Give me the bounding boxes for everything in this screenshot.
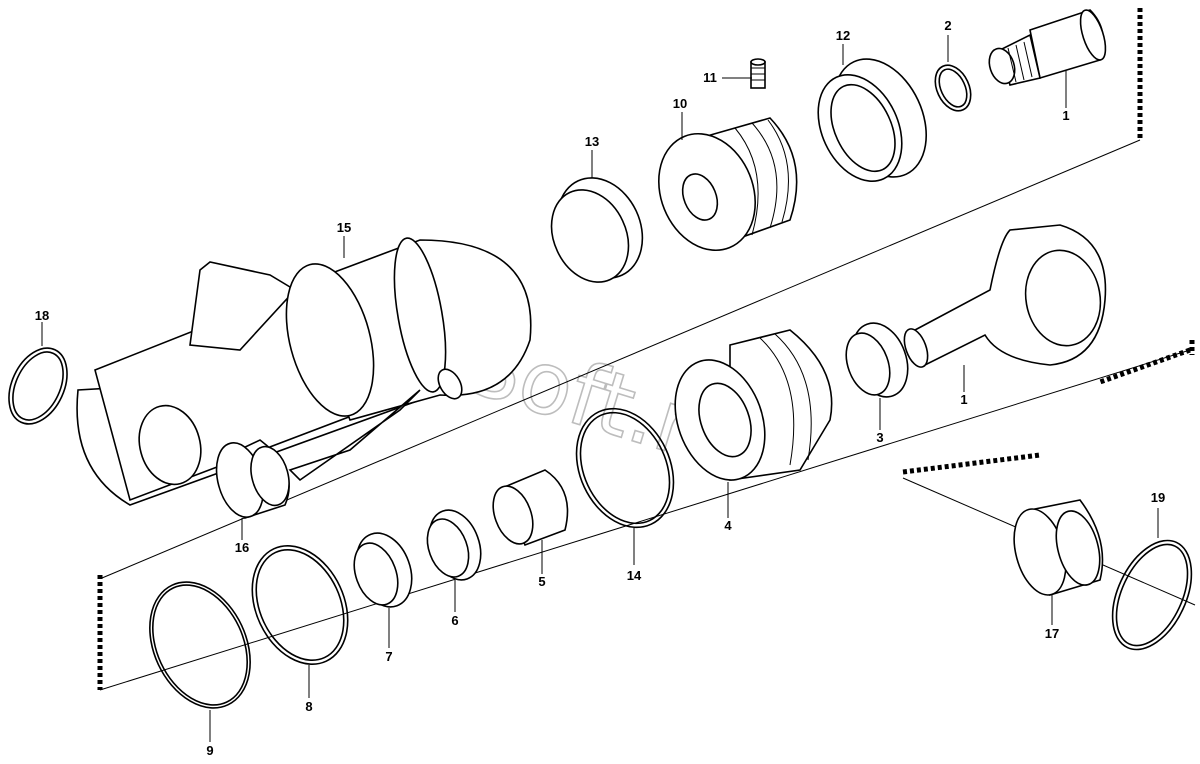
callout-7: 7 (385, 649, 392, 664)
dashed-frame-right (902, 452, 1041, 475)
leader-lines (41, 35, 1159, 742)
callout-8: 8 (305, 699, 312, 714)
ring-18 (8, 347, 68, 425)
callout-14: 14 (627, 568, 642, 583)
ring-3 (845, 322, 909, 398)
callout-5: 5 (538, 574, 545, 589)
callout-3: 3 (876, 430, 883, 445)
callout-12: 12 (836, 28, 850, 43)
callout-1-lower: 1 (960, 392, 967, 407)
o-ring-2 (934, 64, 972, 112)
ring-8 (251, 545, 349, 665)
bushing-17 (1013, 499, 1104, 597)
piston-rod-upper (988, 9, 1107, 86)
ring-19 (1111, 539, 1193, 651)
dashed-frame-top-right (1099, 8, 1195, 385)
callout-10: 10 (673, 96, 687, 111)
callout-18: 18 (35, 308, 49, 323)
bushing-16 (215, 439, 290, 519)
callout-17: 17 (1045, 626, 1059, 641)
seal-ring-12 (817, 58, 928, 183)
cylinder-head-4 (674, 329, 833, 481)
ring-13 (550, 177, 644, 283)
bushing-5 (492, 469, 569, 547)
o-ring-14 (575, 407, 675, 529)
seal-7 (353, 532, 413, 608)
callout-2: 2 (944, 18, 951, 33)
callout-11: 11 (703, 70, 717, 85)
callout-1-upper: 1 (1062, 108, 1069, 123)
callout-6: 6 (451, 613, 458, 628)
callout-labels: 1 2 12 11 10 13 15 18 16 1 3 4 14 5 6 7 … (35, 18, 1165, 758)
set-screw-11 (750, 58, 766, 89)
callout-13: 13 (585, 134, 599, 149)
o-ring-9 (149, 581, 251, 709)
callout-9: 9 (206, 743, 213, 758)
cylinder-tube-15 (76, 237, 532, 506)
callout-16: 16 (235, 540, 249, 555)
piston-10 (657, 117, 798, 252)
callout-15: 15 (337, 220, 351, 235)
callout-4: 4 (724, 518, 732, 533)
ring-6 (426, 509, 482, 581)
rod-eye-lower (903, 224, 1107, 368)
callout-19: 19 (1151, 490, 1165, 505)
